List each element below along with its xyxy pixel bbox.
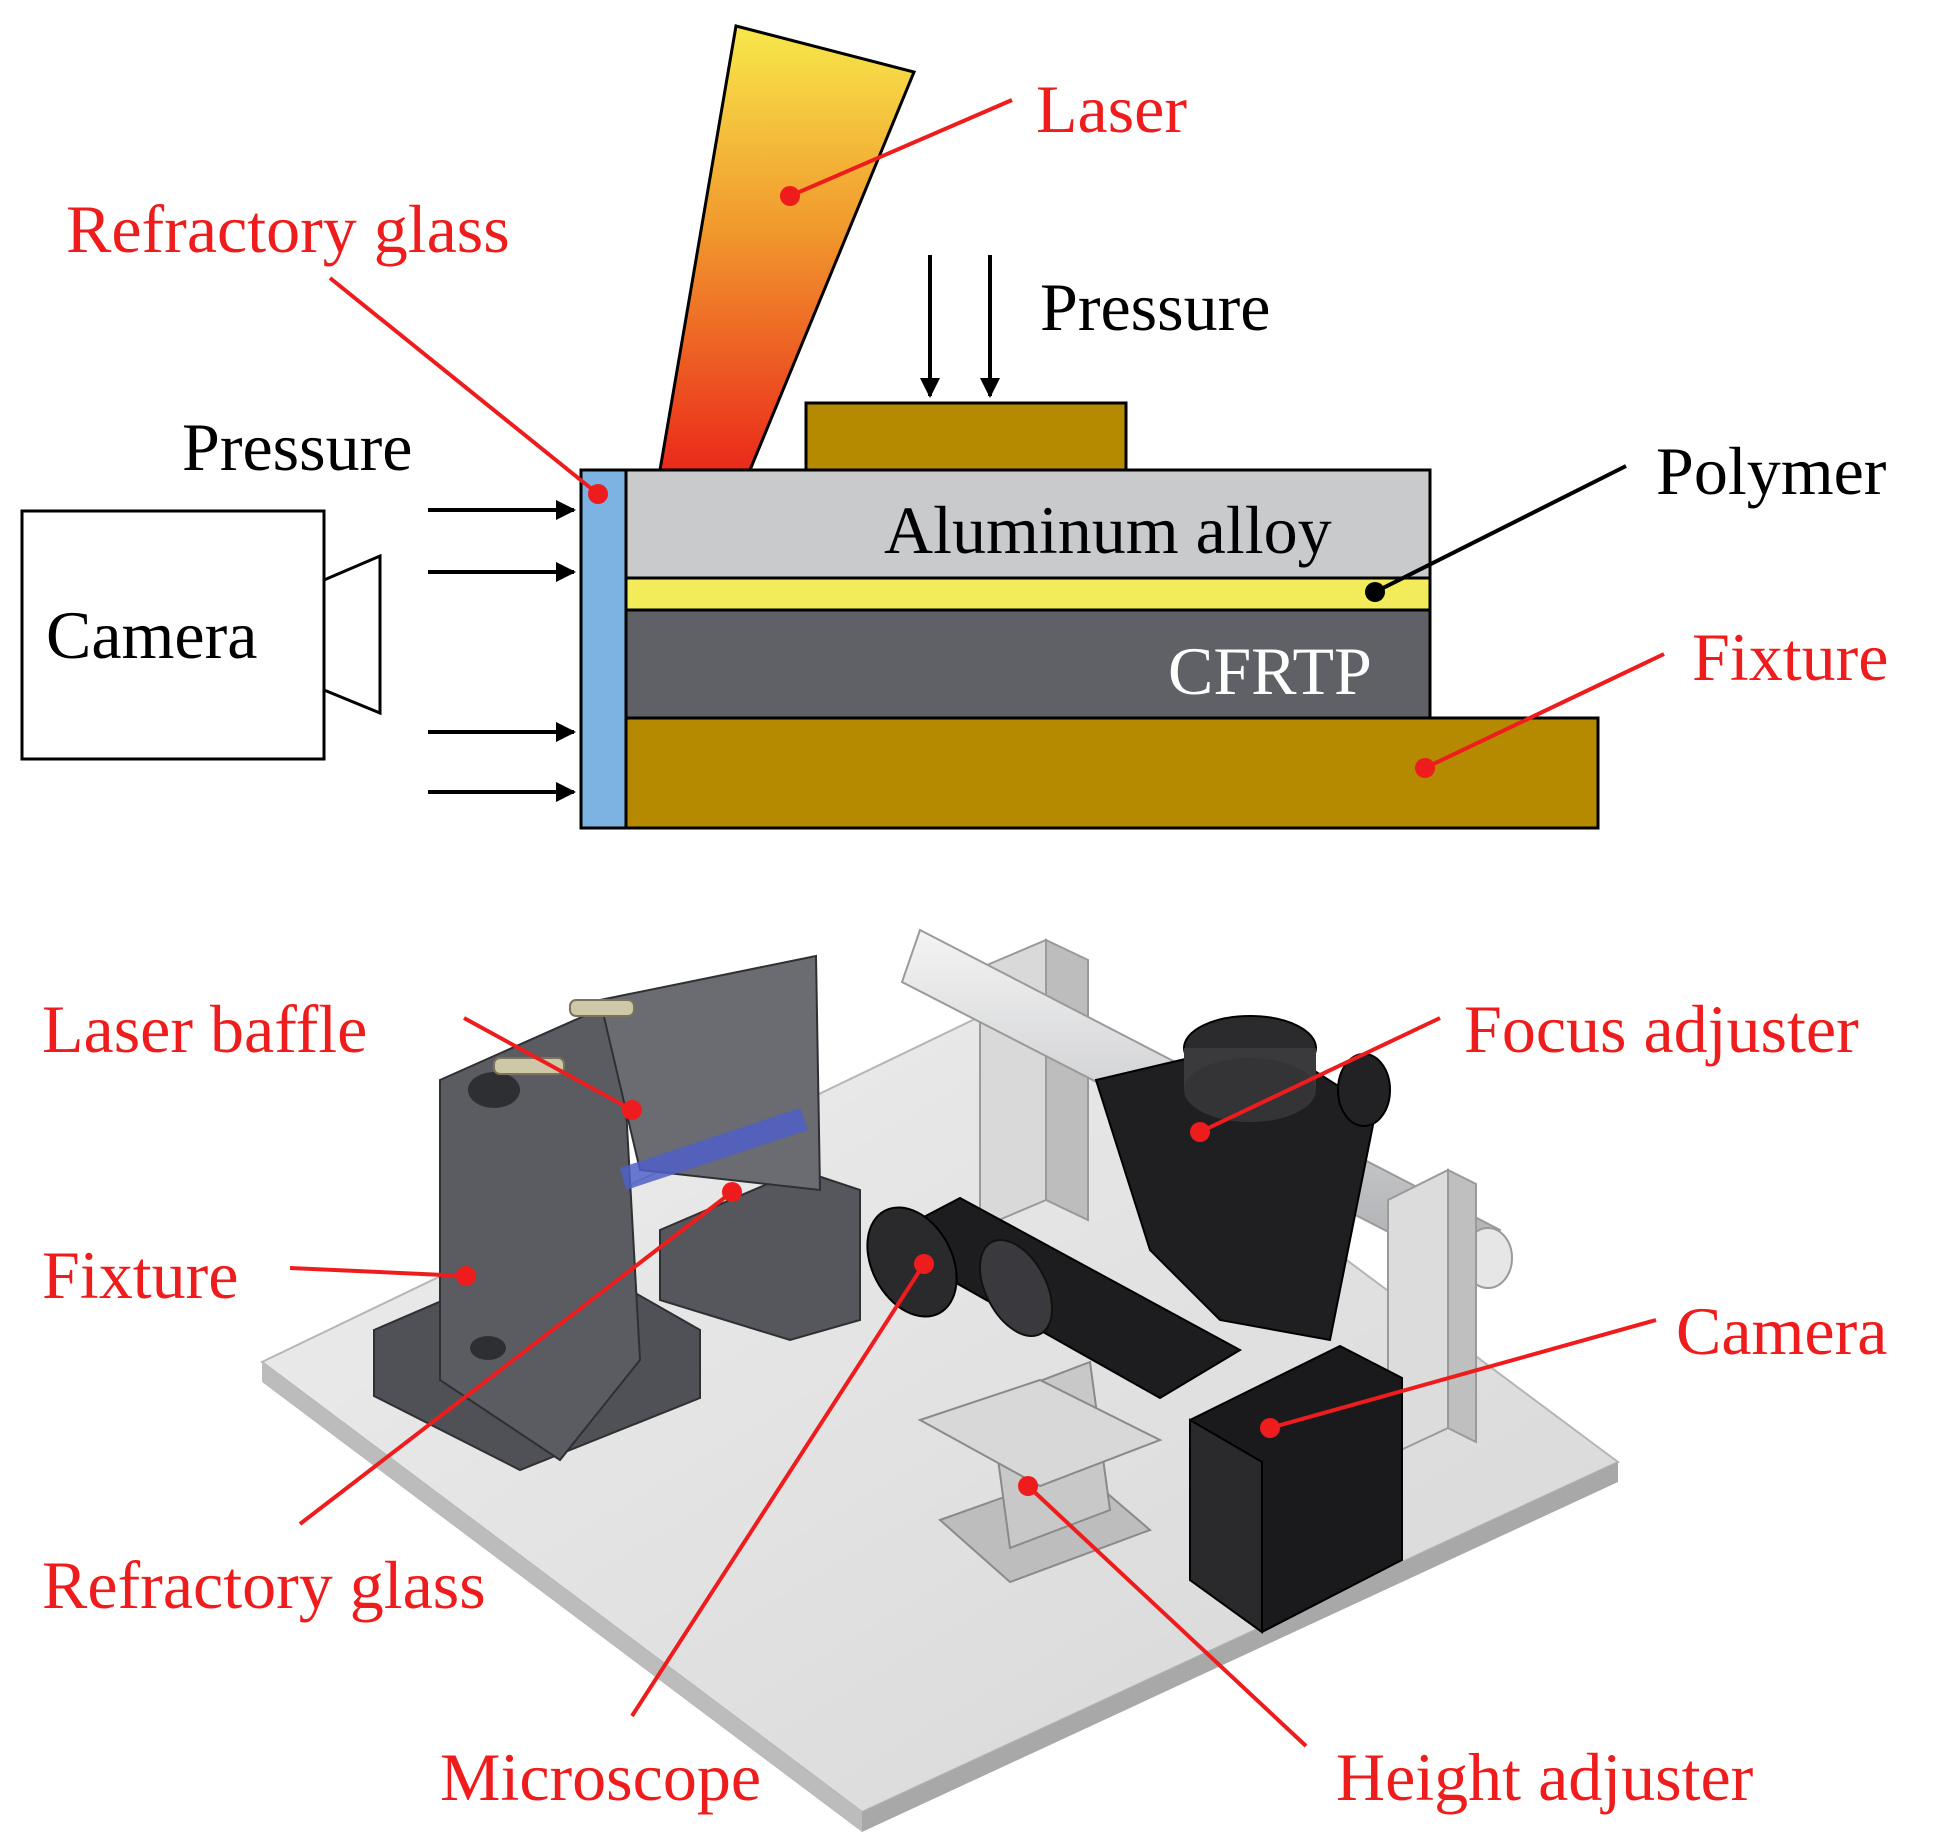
height-adjuster-label: Height adjuster [1336, 1739, 1754, 1815]
polymer-leader [1374, 464, 1627, 594]
camera-dot [1260, 1418, 1280, 1438]
polymer-dot [1365, 582, 1385, 602]
height-adjuster-leader [1026, 1484, 1308, 1748]
microscope-label: Microscope [440, 1739, 761, 1815]
fixture-leader-bottom [289, 1266, 467, 1278]
pressure-arrows-left [428, 500, 576, 802]
laser-baffle-label: Laser baffle [42, 991, 367, 1067]
rear-post-side [1045, 938, 1089, 1222]
aluminum-alloy-label: Aluminum alloy [884, 492, 1332, 568]
fixture-dot-bottom [456, 1266, 476, 1286]
camera-box [20, 509, 326, 761]
schematic: Laser Refractory glass Pressure Pressure… [20, 24, 1888, 830]
camera-front-face [1189, 1418, 1263, 1634]
refractory-glass-dot-bottom [722, 1182, 742, 1202]
refractory-glass-leader [328, 276, 600, 496]
fixture-block [624, 716, 1600, 830]
laser-label: Laser [1036, 71, 1187, 147]
refractory-glass-dot [588, 484, 608, 504]
refractory-glass-strip [620, 1108, 808, 1190]
fixture-hole [468, 1072, 520, 1108]
polymer-label: Polymer [1656, 433, 1887, 509]
focus-adjuster-label: Focus adjuster [1464, 991, 1859, 1067]
microscope-tube [877, 1196, 1243, 1400]
height-adjuster-dot [1018, 1476, 1038, 1496]
apparatus-render: Laser baffle Focus adjuster Fixture Came… [42, 928, 1887, 1832]
pressure-label-top: Pressure [1040, 269, 1270, 345]
cfrtp-layer [624, 608, 1432, 720]
refractory-glass-label-bottom: Refractory glass [42, 1547, 486, 1623]
cfrtp-label: CFRTP [1168, 633, 1372, 709]
microscope-eyepiece [866, 1206, 958, 1318]
fixture-label-top: Fixture [1692, 619, 1888, 695]
base-plate-edge [262, 1362, 862, 1832]
camera-leader [1269, 1318, 1657, 1430]
camera-label-top: Camera [46, 597, 257, 673]
height-adjuster-top [917, 1378, 1163, 1488]
front-post-side [1447, 1168, 1477, 1444]
microscope-leader [630, 1262, 926, 1718]
fixture-label-bottom: Fixture [42, 1237, 238, 1313]
polymer-layer [624, 576, 1432, 612]
pressure-plate [804, 401, 1128, 472]
fixture-leader [1424, 652, 1665, 770]
focus-adjuster-knob-bottom [1184, 1058, 1316, 1122]
camera-label-bottom: Camera [1676, 1293, 1887, 1369]
refractory-glass-leader-bottom [298, 1190, 734, 1526]
pressure-label-left: Pressure [182, 409, 412, 485]
pressure-arrows-top [920, 255, 1000, 398]
fixture-base-hole [470, 1336, 506, 1360]
refractory-glass-plate [579, 468, 628, 830]
focus-adjuster-dot [1190, 1122, 1210, 1142]
camera-lens [322, 553, 382, 716]
laser-baffle-dot [622, 1100, 642, 1120]
refractory-glass-label-top: Refractory glass [66, 191, 510, 267]
laser-leader [789, 98, 1013, 198]
focus-adjuster-leader [1199, 1016, 1441, 1134]
laser-dot [780, 186, 800, 206]
laser-baffle-leader [463, 1016, 633, 1112]
fixture-dot [1415, 758, 1435, 778]
microscope-knurl [978, 1238, 1054, 1338]
microscope-dot [914, 1254, 934, 1274]
base-plate-edge-right [862, 1462, 1618, 1832]
